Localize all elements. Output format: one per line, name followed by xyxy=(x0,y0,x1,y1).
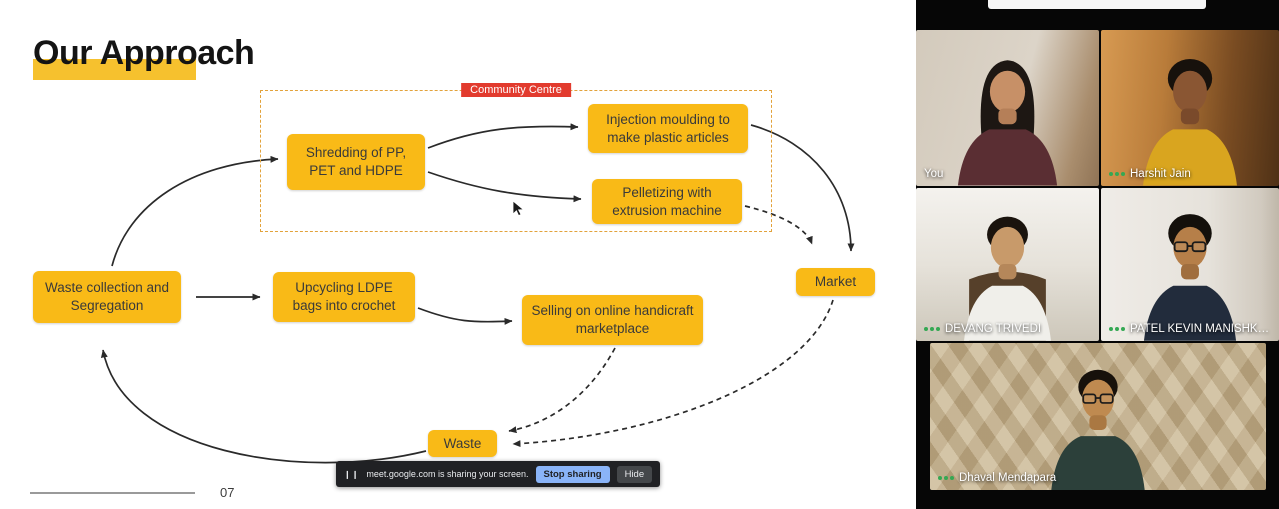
share-message: meet.google.com is sharing your screen. xyxy=(366,469,529,479)
node-market: Market xyxy=(796,268,875,296)
hide-share-bar-button[interactable]: Hide xyxy=(616,465,653,483)
participant-name-row: PATEL KEVIN MANISHK… xyxy=(1109,323,1269,335)
participant-silhouette xyxy=(963,216,1052,341)
participant-tile-dhaval-mendapara[interactable]: Dhaval Mendapara xyxy=(930,343,1266,490)
footer-divider xyxy=(30,492,195,494)
community-centre-group: Community Centre xyxy=(260,83,772,232)
participant-silhouette xyxy=(1143,214,1237,341)
participant-name-row: DEVANG TRIVEDI xyxy=(924,323,1041,335)
mouse-cursor-icon xyxy=(512,200,525,217)
participant-name: Harshit Jain xyxy=(1130,168,1191,180)
node-pelletizing: Pelletizing with extrusion machine xyxy=(592,179,742,224)
screen-share-bar: ❙❙ meet.google.com is sharing your scree… xyxy=(336,461,661,487)
participant-name-row: Dhaval Mendapara xyxy=(938,472,1056,484)
node-shredding: Shredding of PP, PET and HDPE xyxy=(287,134,425,190)
community-centre-label: Community Centre xyxy=(461,83,571,97)
node-selling: Selling on online handicraft marketplace xyxy=(522,295,703,345)
browser-chrome-fragment xyxy=(988,0,1206,9)
participant-name: DEVANG TRIVEDI xyxy=(945,323,1042,335)
node-upcycling: Upcycling LDPE bags into crochet xyxy=(273,272,415,322)
slide-title: Our Approach xyxy=(33,34,255,72)
participant-silhouette xyxy=(957,60,1058,186)
presentation-slide: Our Approach Communi xyxy=(0,0,916,509)
participant-tile-devang-trivedi[interactable]: DEVANG TRIVEDI xyxy=(916,188,1099,341)
participant-name-row: Harshit Jain xyxy=(1109,168,1191,180)
participant-tile-patel-kevin[interactable]: PATEL KEVIN MANISHK… xyxy=(1101,188,1279,341)
glasses-icon xyxy=(1082,393,1114,404)
participant-name: You xyxy=(924,168,944,180)
participants-panel: You Harshit Jain xyxy=(916,0,1279,509)
audio-indicator-icon xyxy=(1109,172,1125,176)
participant-name: PATEL KEVIN MANISHK… xyxy=(1130,323,1270,335)
stop-sharing-button[interactable]: Stop sharing xyxy=(535,465,610,483)
pause-icon[interactable]: ❙❙ xyxy=(344,469,360,479)
node-injection-moulding: Injection moulding to make plastic artic… xyxy=(588,104,748,153)
title-highlight xyxy=(33,59,196,80)
participant-silhouette xyxy=(1143,59,1237,186)
glasses-icon xyxy=(1173,241,1207,253)
page-number: 07 xyxy=(220,485,235,500)
participant-tile-harshit-jain[interactable]: Harshit Jain xyxy=(1101,30,1279,186)
participant-name-row: You xyxy=(924,168,943,180)
participant-silhouette xyxy=(1051,369,1145,490)
audio-indicator-icon xyxy=(1109,327,1125,331)
audio-indicator-icon xyxy=(924,327,940,331)
node-waste-collection: Waste collection and Segregation xyxy=(33,271,181,323)
audio-indicator-icon xyxy=(938,476,954,480)
participant-tile-you[interactable]: You xyxy=(916,30,1099,186)
node-waste: Waste xyxy=(428,430,497,457)
participant-name: Dhaval Mendapara xyxy=(959,472,1057,484)
